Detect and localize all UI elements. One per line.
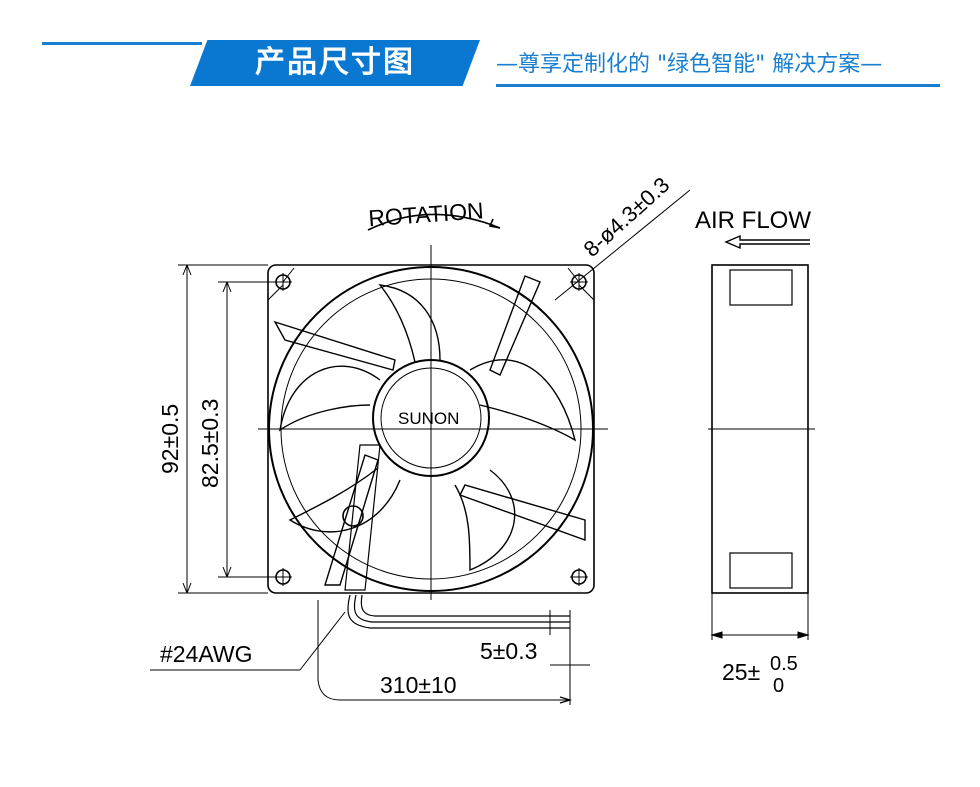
depth-label: 25± [722,659,760,685]
page-subtitle: —尊享定制化的 "绿色智能" 解决方案— [496,52,883,77]
airflow-arrow-icon [724,234,810,250]
frame-spokes [273,275,586,586]
wire-gauge-label: #24AWG [160,641,252,667]
lead-wires [150,594,590,705]
hole-leader-line [554,189,691,301]
strip-length-label: 5±0.3 [480,638,537,664]
hole-spec-label: 8-ø4.3±0.3 [579,172,675,262]
hole-pitch-label: 82.5±0.3 [197,399,223,488]
brand-label: SUNON [398,409,459,428]
center-lines [258,245,815,600]
outer-dimension-label: 92±0.5 [157,404,183,474]
depth-lower-tolerance: 0 [773,675,784,697]
side-view [710,264,810,640]
depth-upper-tolerance: 0.5 [770,653,798,675]
dimension-lines [178,264,283,594]
header-accent-line [42,42,202,45]
rotation-label: ROTATION [368,197,485,231]
wire-grommet [342,505,364,527]
header-bar: 产品尺寸图 —尊享定制化的 "绿色智能" 解决方案— [0,0,980,110]
subtitle-underline [496,84,940,87]
title-banner [190,40,480,86]
airflow-label: AIR FLOW [695,207,811,234]
fan-blades [279,284,577,572]
rotation-arrow-arc [367,213,501,231]
lead-length-label: 310±10 [380,672,457,698]
page-title: 产品尺寸图 [255,45,415,80]
